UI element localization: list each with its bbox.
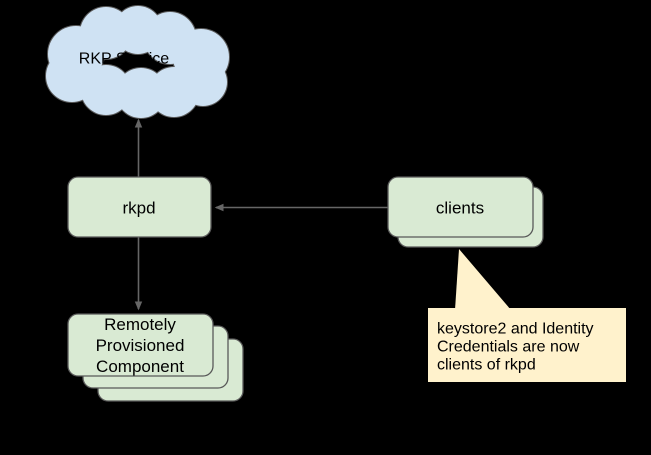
clients-node: clients	[387, 176, 544, 248]
clients-label: clients	[436, 199, 484, 218]
component-label-line-1: Remotely	[104, 315, 176, 334]
component-box	[67, 313, 214, 377]
callout-text-line-1: keystore2 and Identity	[437, 321, 594, 338]
callout-box	[428, 308, 626, 382]
callout-text-line-2: Credentials are now	[437, 339, 580, 356]
rkp-service-label: RKP Service	[79, 51, 170, 68]
callout-text-line-3: clients of rkpd	[437, 357, 536, 374]
component-label-line-3: Component	[96, 357, 184, 376]
callout-bubble: keystore2 and Identity Credentials are n…	[428, 249, 626, 382]
clients-box	[387, 176, 534, 238]
cloud-fill	[46, 6, 229, 118]
rkpd-label: rkpd	[122, 199, 155, 218]
remotely-provisioned-component-node: Remotely Provisioned Component	[67, 313, 244, 402]
rkpd-node: rkpd	[67, 176, 212, 238]
component-label-line-2: Provisioned	[96, 336, 185, 355]
rkp-service-cloud-node: RKP Service	[45, 5, 230, 119]
rkpd-box	[67, 176, 212, 238]
callout-tail	[455, 249, 511, 310]
